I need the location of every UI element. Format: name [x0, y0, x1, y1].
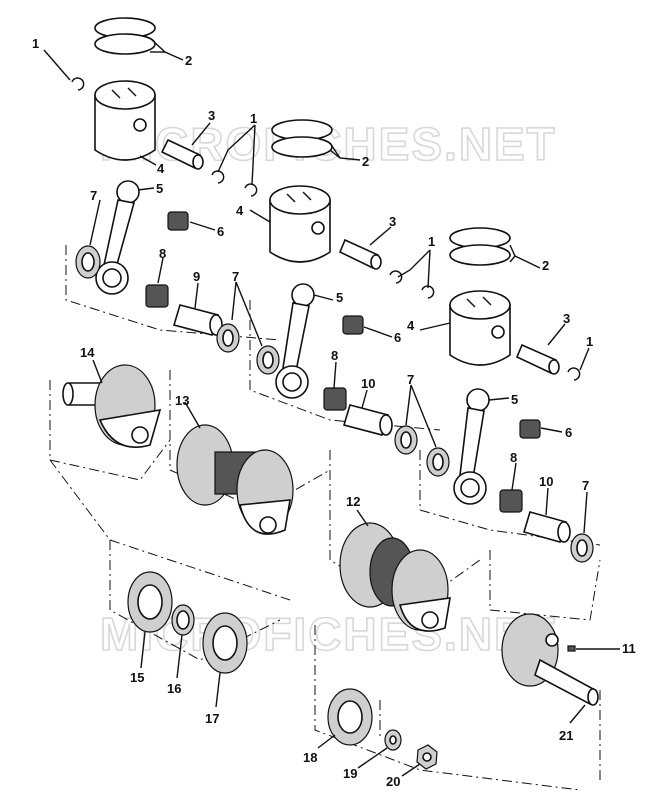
circlip-1b	[211, 170, 225, 184]
piston-ring-set-1	[94, 17, 156, 55]
connecting-rod-2	[275, 283, 315, 399]
crankshaft-center-section-12	[339, 522, 451, 632]
piston-pin-1	[160, 138, 204, 170]
piston-pin-2	[338, 238, 382, 270]
piston-2	[269, 185, 331, 263]
connecting-rod-3	[453, 388, 490, 505]
piston-ring-set-2	[271, 119, 333, 158]
crank-pin-2	[342, 404, 393, 436]
assembly-guide-lines	[49, 245, 601, 791]
thrust-washer-2b	[426, 447, 450, 477]
thrust-washer-1a	[75, 245, 101, 279]
callout-16: 16	[167, 681, 181, 696]
main-bearing-18	[327, 688, 373, 746]
callout-6b: 6	[394, 330, 401, 345]
needle-bearing-large-2	[323, 387, 347, 411]
connecting-rod-1	[95, 180, 140, 295]
callout-5c: 5	[511, 392, 518, 407]
callout-1d: 1	[586, 334, 593, 349]
callout-17: 17	[205, 711, 219, 726]
callout-20: 20	[386, 774, 400, 789]
callout-11: 11	[622, 641, 636, 656]
callout-21: 21	[559, 728, 573, 743]
callout-14: 14	[80, 345, 95, 360]
callout-8a: 8	[159, 246, 166, 261]
callout-4c: 4	[407, 318, 415, 333]
circlip-3b	[567, 367, 581, 381]
seal-ring-16	[171, 604, 195, 636]
callout-4a: 4	[157, 161, 165, 176]
callout-7b: 7	[232, 269, 239, 284]
callout-3b: 3	[389, 214, 396, 229]
callout-labels: 1 2 3 1 4 2 5 7 4 3 6 1 8 2 9 7 5 3 4 6 …	[32, 36, 636, 789]
callout-7d: 7	[582, 478, 589, 493]
callout-2b: 2	[362, 154, 369, 169]
thrust-washer-1b	[216, 323, 240, 353]
crankshaft-end-section-14	[62, 364, 162, 449]
callout-13: 13	[175, 393, 189, 408]
callout-9: 9	[193, 269, 200, 284]
thrust-washer-1c	[256, 345, 280, 375]
needle-bearing-large-1	[145, 284, 169, 308]
circlip-3a	[421, 285, 435, 299]
main-bearing-17	[202, 612, 248, 674]
needle-bearing-large-3	[499, 489, 523, 513]
needle-bearing-small-1	[167, 211, 189, 231]
leader-lines	[43, 39, 620, 777]
circlip-2b	[389, 270, 403, 284]
callout-2c: 2	[542, 258, 549, 273]
callout-7c: 7	[407, 372, 414, 387]
callout-2a: 2	[185, 53, 192, 68]
callout-1a: 1	[32, 36, 39, 51]
thrust-washer-3	[570, 533, 594, 563]
callout-10b: 10	[539, 474, 553, 489]
callout-12: 12	[346, 494, 360, 509]
callout-6c: 6	[565, 425, 572, 440]
thrust-washer-2a	[394, 425, 418, 455]
crank-pin-1	[172, 304, 223, 336]
callout-19: 19	[343, 766, 357, 781]
washer-19	[384, 729, 402, 751]
callout-3a: 3	[208, 108, 215, 123]
callout-7a: 7	[90, 188, 97, 203]
needle-bearing-small-3	[519, 419, 541, 439]
callout-5a: 5	[156, 181, 163, 196]
callout-6a: 6	[217, 224, 224, 239]
key-11	[567, 645, 576, 652]
callout-4b: 4	[236, 203, 244, 218]
callout-10a: 10	[361, 376, 375, 391]
piston-pin-3	[515, 343, 560, 375]
nut-20	[416, 744, 438, 770]
crankshaft-end-section-21	[501, 613, 599, 706]
piston-3	[449, 290, 511, 366]
circlip-1a	[71, 77, 85, 91]
piston-1	[94, 80, 156, 161]
callout-5b: 5	[336, 290, 343, 305]
callout-3c: 3	[563, 311, 570, 326]
callout-8c: 8	[510, 450, 517, 465]
callout-1b: 1	[250, 111, 257, 126]
crank-pin-3	[522, 511, 571, 543]
callout-18: 18	[303, 750, 317, 765]
circlip-2a	[244, 183, 258, 197]
main-bearing-15	[127, 571, 173, 633]
piston-ring-set-3	[449, 227, 511, 266]
callout-1c: 1	[428, 234, 435, 249]
callout-8b: 8	[331, 348, 338, 363]
crankshaft-center-section-13	[176, 424, 294, 535]
callout-15: 15	[130, 670, 144, 685]
needle-bearing-small-2	[342, 315, 364, 335]
